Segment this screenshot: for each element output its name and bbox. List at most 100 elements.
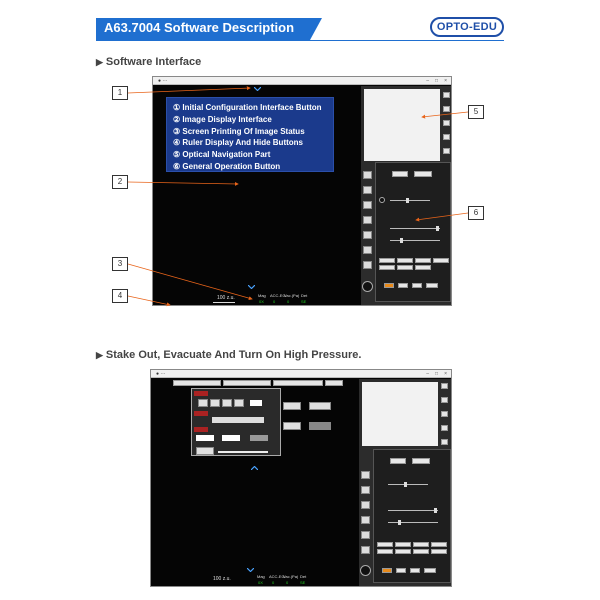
scan-button-2[interactable] [396, 568, 406, 573]
dialog-slider[interactable] [218, 451, 268, 453]
title-banner [96, 18, 310, 40]
preset-button-5[interactable] [379, 265, 395, 270]
power-icon[interactable] [360, 565, 371, 576]
minimize-icon[interactable]: – [426, 78, 429, 84]
nav-side-button-3[interactable] [443, 120, 450, 126]
brightness-slider[interactable] [388, 484, 428, 485]
left-tool-button-5[interactable] [363, 231, 372, 239]
scan-button-4[interactable] [426, 283, 438, 288]
preset-button-3[interactable] [415, 258, 431, 263]
status-value-acc: 0 [272, 580, 275, 585]
slider-knob[interactable] [398, 520, 401, 525]
op-button-a[interactable] [392, 171, 408, 177]
preset-button-6[interactable] [395, 549, 411, 554]
scan-button-1[interactable] [384, 283, 394, 288]
dialog-button-3[interactable] [222, 399, 232, 407]
op-button-b[interactable] [414, 171, 432, 177]
preset-button-2[interactable] [395, 542, 411, 547]
brightness-slider[interactable] [390, 200, 430, 201]
dialog-field-3[interactable] [196, 435, 214, 441]
nav-side-button-4[interactable] [443, 134, 450, 140]
chevron-down-icon[interactable] [248, 285, 255, 289]
radio-icon[interactable] [379, 197, 385, 203]
preset-button-4[interactable] [433, 258, 449, 263]
preset-button-6[interactable] [397, 265, 413, 270]
op-button-a[interactable] [390, 458, 406, 464]
op-button-b[interactable] [412, 458, 430, 464]
preset-button-5[interactable] [377, 549, 393, 554]
power-icon[interactable] [362, 281, 373, 292]
preset-button-8[interactable] [431, 549, 447, 554]
nav-side-button-4[interactable] [441, 425, 448, 431]
dialog-field-4[interactable] [222, 435, 240, 441]
dialog-button-1[interactable] [198, 399, 208, 407]
scan-button-2[interactable] [398, 283, 408, 288]
contrast-slider[interactable] [390, 228, 440, 229]
chevron-up-icon[interactable] [251, 466, 258, 470]
preset-button-7[interactable] [415, 265, 431, 270]
left-tool-button-2[interactable] [361, 486, 370, 494]
nav-side-button-2[interactable] [443, 106, 450, 112]
scan-button-1[interactable] [382, 568, 392, 573]
scan-button-3[interactable] [412, 283, 422, 288]
maximize-icon[interactable]: □ [434, 371, 438, 377]
slider-knob[interactable] [404, 482, 407, 487]
left-tool-button-6[interactable] [361, 546, 370, 554]
slider-knob[interactable] [436, 226, 439, 231]
tab-3[interactable] [273, 380, 323, 386]
left-tool-button-5[interactable] [361, 531, 370, 539]
nav-side-button-5[interactable] [443, 148, 450, 154]
left-tool-button-7[interactable] [363, 261, 372, 269]
dialog-field-ua[interactable] [212, 417, 264, 423]
scan-button-4[interactable] [424, 568, 436, 573]
nav-side-button-1[interactable] [441, 383, 448, 389]
preset-button-1[interactable] [377, 542, 393, 547]
side-button-4[interactable] [309, 422, 331, 430]
nav-side-button-5[interactable] [441, 439, 448, 445]
left-tool-button-1[interactable] [363, 171, 372, 179]
left-tool-button-6[interactable] [363, 246, 372, 254]
dialog-button-2[interactable] [210, 399, 220, 407]
dialog-apply-button[interactable] [196, 447, 214, 455]
left-tool-button-4[interactable] [361, 516, 370, 524]
left-tool-button-2[interactable] [363, 186, 372, 194]
general-operation-box [373, 449, 451, 583]
minimize-icon[interactable]: – [426, 371, 429, 377]
left-tool-button-3[interactable] [361, 501, 370, 509]
tab-4[interactable] [325, 380, 343, 386]
slider-knob[interactable] [434, 508, 437, 513]
left-tool-button-1[interactable] [361, 471, 370, 479]
side-button-3[interactable] [283, 422, 301, 430]
left-tool-button-3[interactable] [363, 201, 372, 209]
close-icon[interactable]: × [444, 371, 447, 377]
focus-slider[interactable] [388, 522, 438, 523]
preset-button-1[interactable] [379, 258, 395, 263]
preset-button-4[interactable] [431, 542, 447, 547]
nav-side-button-2[interactable] [441, 397, 448, 403]
tab-1[interactable] [173, 380, 221, 386]
dialog-button-4[interactable] [234, 399, 244, 407]
callout-1: 1 [112, 86, 128, 100]
focus-slider[interactable] [390, 240, 440, 241]
contrast-slider[interactable] [388, 510, 438, 511]
side-button-2[interactable] [309, 402, 331, 410]
maximize-icon[interactable]: □ [434, 78, 438, 84]
close-icon[interactable]: × [444, 78, 447, 84]
left-tool-button-4[interactable] [363, 216, 372, 224]
chevron-down-icon[interactable] [247, 568, 254, 572]
nav-side-button-3[interactable] [441, 411, 448, 417]
scan-button-3[interactable] [410, 568, 420, 573]
slider-knob[interactable] [400, 238, 403, 243]
dialog-field-kv[interactable] [250, 400, 262, 406]
dialog-field-5[interactable] [250, 435, 268, 441]
preset-button-7[interactable] [413, 549, 429, 554]
tab-2[interactable] [223, 380, 271, 386]
chevron-down-icon[interactable] [254, 87, 261, 91]
brand-logo: OPTO-EDU [430, 17, 504, 37]
nav-side-button-1[interactable] [443, 92, 450, 98]
preset-button-3[interactable] [413, 542, 429, 547]
slider-knob[interactable] [406, 198, 409, 203]
right-control-panel [359, 379, 451, 586]
side-button-1[interactable] [283, 402, 301, 410]
preset-button-2[interactable] [397, 258, 413, 263]
